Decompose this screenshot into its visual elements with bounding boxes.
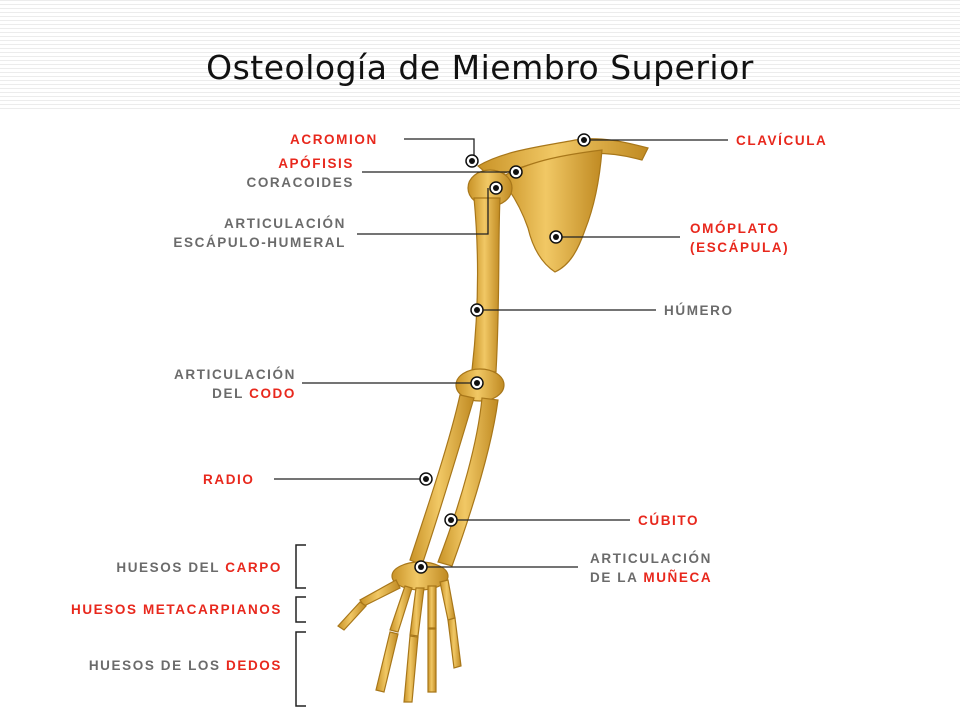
leader-lines bbox=[274, 138, 728, 568]
label-clavicula: CLAVÍCULA bbox=[736, 133, 828, 148]
dot-humero bbox=[470, 303, 484, 317]
label-omoplato-line2: (ESCÁPULA) bbox=[690, 240, 790, 255]
dot-art-escapulo bbox=[489, 181, 503, 195]
dot-radio bbox=[419, 472, 433, 486]
finger-3-phalanges bbox=[403, 635, 419, 703]
finger-5-phalanges bbox=[447, 617, 462, 669]
label-acromion: ACROMION bbox=[290, 132, 378, 147]
label-carpo: CARPO bbox=[225, 560, 282, 575]
label-carpo-prefix: HUESOS DEL bbox=[116, 560, 226, 575]
label-art-codo-line1: ARTICULACIÓN bbox=[174, 367, 296, 382]
leader-art-escapulo bbox=[357, 188, 489, 235]
bracket-carpo bbox=[295, 544, 306, 589]
header-stripes bbox=[0, 0, 960, 110]
metacarpal-5 bbox=[439, 579, 456, 621]
label-art-escapulo-humeral: ARTICULACIÓN ESCÁPULO-HUMERAL bbox=[130, 214, 346, 252]
label-apofisis: APÓFISIS bbox=[278, 156, 354, 171]
label-muneca: MUÑECA bbox=[643, 570, 713, 585]
label-apofisis-coracoides: APÓFISIS CORACOIDES bbox=[220, 154, 354, 192]
label-art-muneca-dela: DE LA bbox=[590, 570, 644, 585]
metacarpal-3 bbox=[409, 587, 425, 637]
marker-dots bbox=[414, 133, 591, 574]
label-art-escapulo-line2: ESCÁPULO-HUMERAL bbox=[173, 235, 346, 250]
finger-4-phalanges bbox=[427, 628, 437, 693]
dot-apofisis bbox=[509, 165, 523, 179]
label-humero: HÚMERO bbox=[664, 303, 734, 318]
page-title: Osteología de Miembro Superior bbox=[206, 48, 754, 87]
label-art-codo-del: DEL bbox=[212, 386, 250, 401]
dot-cubito bbox=[444, 513, 458, 527]
thumb-phalanges bbox=[337, 601, 367, 631]
finger-2-phalanges bbox=[375, 631, 399, 693]
dot-omoplato bbox=[549, 230, 563, 244]
label-metacarpianos: HUESOS METACARPIANOS bbox=[70, 602, 282, 617]
label-codo: CODO bbox=[249, 386, 296, 401]
dot-codo bbox=[470, 376, 484, 390]
bracket-metacarpianos bbox=[295, 596, 306, 623]
label-art-muneca: ARTICULACIÓN DE LA MUÑECA bbox=[590, 549, 712, 587]
bracket-dedos bbox=[295, 631, 306, 707]
brackets bbox=[295, 544, 306, 707]
label-omoplato-line1: OMÓPLATO bbox=[690, 221, 780, 236]
label-omoplato: OMÓPLATO (ESCÁPULA) bbox=[690, 219, 789, 257]
humerus-bone bbox=[471, 197, 501, 373]
dot-clavicula bbox=[577, 133, 591, 147]
label-art-codo: ARTICULACIÓN DEL CODO bbox=[130, 365, 296, 403]
label-art-muneca-line1: ARTICULACIÓN bbox=[590, 551, 712, 566]
label-huesos-dedos: HUESOS DE LOS DEDOS bbox=[40, 656, 282, 675]
label-radio: RADIO bbox=[203, 472, 255, 487]
label-art-escapulo-line1: ARTICULACIÓN bbox=[224, 216, 346, 231]
scapula-bone bbox=[499, 149, 603, 273]
label-cubito: CÚBITO bbox=[638, 513, 700, 528]
metacarpal-2 bbox=[389, 585, 413, 633]
label-dedos-prefix: HUESOS DE LOS bbox=[88, 658, 226, 673]
dot-acromion bbox=[465, 154, 479, 168]
label-coracoides: CORACOIDES bbox=[246, 175, 354, 190]
label-dedos: DEDOS bbox=[225, 658, 282, 673]
label-huesos-carpo: HUESOS DEL CARPO bbox=[40, 558, 282, 577]
metacarpal-1 bbox=[359, 579, 401, 607]
metacarpal-4 bbox=[427, 585, 437, 629]
leader-acromion bbox=[404, 138, 475, 158]
dot-muneca bbox=[414, 560, 428, 574]
